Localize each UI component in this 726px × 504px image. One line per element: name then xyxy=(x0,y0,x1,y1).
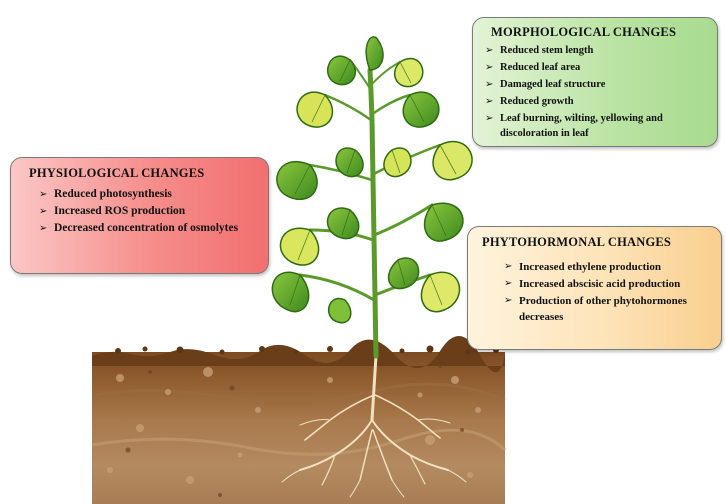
physiological-changes-list: Reduced photosynthesis Increased ROS pro… xyxy=(39,187,258,236)
phytohormonal-changes-title: PHYTOHORMONAL CHANGES xyxy=(482,235,711,250)
physiological-item: Reduced photosynthesis xyxy=(39,187,258,202)
physiological-changes-box: PHYSIOLOGICAL CHANGES Reduced photosynth… xyxy=(10,157,269,274)
morphological-item: Reduced growth xyxy=(485,94,707,109)
soil xyxy=(92,336,505,504)
phytohormonal-changes-list: Increased ethylene production Increased … xyxy=(504,259,711,325)
phytohormonal-item: Increased abscisic acid production xyxy=(504,276,711,292)
physiological-item: Increased ROS production xyxy=(39,204,258,219)
morphological-item: Reduced leaf area xyxy=(485,60,707,75)
phytohormonal-changes-box: PHYTOHORMONAL CHANGES Increased ethylene… xyxy=(467,226,722,350)
morphological-changes-title: MORPHOLOGICAL CHANGES xyxy=(491,25,707,40)
morphological-item: Damaged leaf structure xyxy=(485,77,707,92)
morphological-item: Reduced stem length xyxy=(485,43,707,58)
morphological-changes-box: MORPHOLOGICAL CHANGES Reduced stem lengt… xyxy=(472,17,718,147)
phytohormonal-item: Increased ethylene production xyxy=(504,259,711,275)
morphological-changes-list: Reduced stem length Reduced leaf area Da… xyxy=(485,43,707,141)
physiological-changes-title: PHYSIOLOGICAL CHANGES xyxy=(29,166,258,181)
morphological-item: Leaf burning, wilting, yellowing and dis… xyxy=(485,111,707,141)
phytohormonal-item: Production of other phytohormones decrea… xyxy=(504,293,711,325)
physiological-item: Decreased concentration of osmolytes xyxy=(39,221,258,236)
soil-block xyxy=(92,352,505,504)
